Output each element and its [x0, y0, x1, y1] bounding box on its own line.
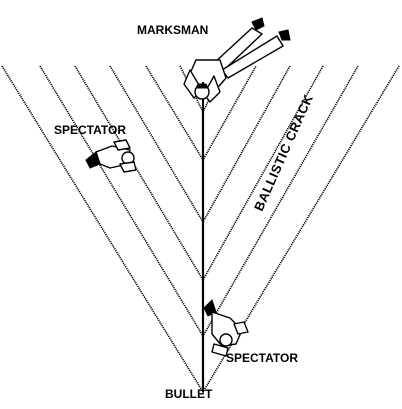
shock-wave-cone-1: [1, 65, 400, 394]
shock-wave-cone-5: [145, 65, 257, 162]
marksman-label: MARKSMAN: [137, 23, 208, 37]
bullet-label: BULLET: [165, 387, 213, 401]
shock-wave-lines: [1, 65, 400, 394]
spectator-lower-label: SPECTATOR: [226, 351, 298, 365]
seated-spectator-icon: [85, 139, 137, 173]
spectator-upper-label: SPECTATOR: [54, 123, 126, 137]
seated-spectator-icon: [203, 299, 249, 357]
shock-wave-cone-4: [109, 65, 291, 224]
prone-marksman-with-rifle-icon: [183, 17, 291, 112]
